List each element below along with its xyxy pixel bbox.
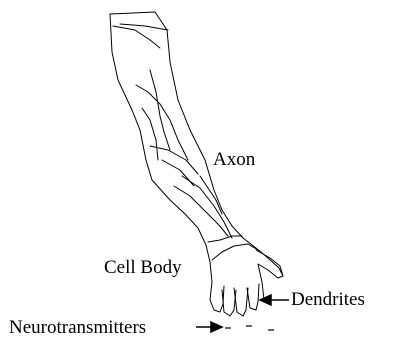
shoulder-strap <box>120 24 168 30</box>
dendrites-arrow-head <box>260 295 271 305</box>
cell-body-label: Cell Body <box>104 258 182 277</box>
dendrites-label: Dendrites <box>291 290 365 309</box>
tricep-line <box>150 70 170 150</box>
palm-outline <box>212 244 258 260</box>
finger-4 <box>247 284 259 310</box>
axon-label: Axon <box>213 150 255 169</box>
shoulder-cap <box>113 26 160 48</box>
forearm-line-2 <box>182 176 232 238</box>
neurotransmitters-arrow-head <box>211 322 222 332</box>
wrist-line <box>208 236 242 242</box>
neurotransmitters-label: Neurotransmitters <box>9 318 146 337</box>
finger-2 <box>222 290 236 316</box>
